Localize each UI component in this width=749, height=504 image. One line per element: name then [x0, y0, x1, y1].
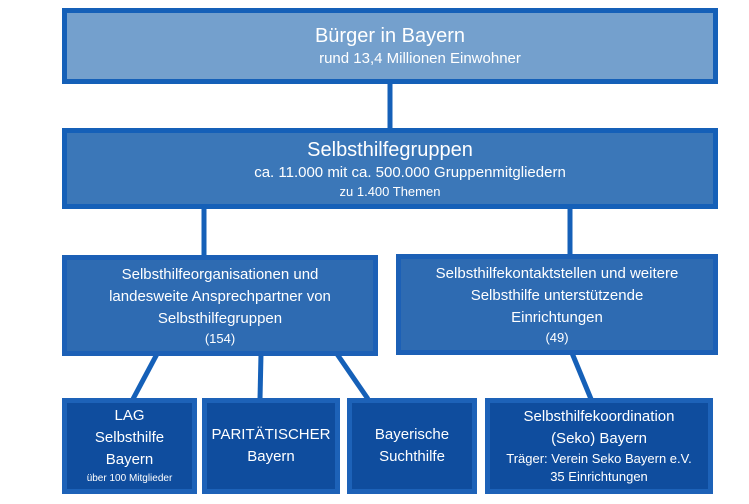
box-line: Selbsthilfekoordination — [523, 408, 675, 425]
box-selbsthilfeorganisationen: Selbsthilfeorganisationen und landesweit… — [62, 255, 378, 356]
box-line: Selbsthilfegruppen — [157, 309, 283, 327]
connector-contacts-seko — [569, 352, 594, 400]
box-count: (154) — [204, 330, 236, 346]
box-title: Selbsthilfegruppen — [307, 138, 473, 161]
box-selbsthilfegruppen: Selbsthilfegruppen ca. 11.000 mit ca. 50… — [62, 128, 718, 209]
box-paritaetischer: PARITÄTISCHER Bayern — [202, 398, 340, 494]
box-line: Selbsthilfekontaktstellen und weitere — [435, 264, 679, 282]
box-buerger-in-bayern: Bürger in Bayern rund 13,4 Millionen Ein… — [62, 8, 718, 84]
box-count: (49) — [545, 329, 569, 345]
box-line: ca. 11.000 mit ca. 500.000 Gruppenmitgli… — [254, 163, 566, 181]
box-line: Selbsthilfe unterstützende — [470, 286, 644, 304]
box-title: Bürger in Bayern — [314, 25, 466, 47]
box-bayerische-suchthilfe: Bayerische Suchthilfe — [347, 398, 477, 494]
box-note: über 100 Mitglieder — [86, 473, 173, 484]
box-line: Selbsthilfeorganisationen und — [121, 265, 319, 283]
box-line: zu 1.400 Themen — [339, 183, 441, 199]
box-line: Bayern — [247, 448, 295, 465]
box-line: (Seko) Bayern — [551, 430, 647, 447]
box-line: LAG — [114, 407, 145, 424]
connector-organisations-lag — [130, 352, 160, 401]
box-line: Selbsthilfe — [94, 429, 165, 446]
box-line: landesweite Ansprechpartner von — [109, 287, 331, 305]
box-subtitle: rund 13,4 Millionen Einwohner — [319, 50, 521, 67]
connector-organisations-paritaetischer — [257, 353, 264, 400]
box-line: Bayern — [105, 451, 154, 468]
connector-organisations-suchthilfe — [334, 352, 371, 401]
box-selbsthilfekontaktstellen: Selbsthilfekontaktstellen und weitere Se… — [396, 254, 718, 355]
box-line: Suchthilfe — [379, 448, 445, 465]
box-count: 35 Einrichtungen — [550, 469, 648, 484]
box-line: Bayerische — [374, 426, 450, 443]
box-line: Einrichtungen — [511, 308, 603, 326]
box-line: PARITÄTISCHER — [211, 426, 331, 443]
box-lag-selbsthilfe: LAG Selbsthilfe Bayern über 100 Mitglied… — [62, 398, 197, 494]
box-traeger: Träger: Verein Seko Bayern e.V. — [506, 451, 692, 466]
box-seko-bayern: Selbsthilfekoordination (Seko) Bayern Tr… — [485, 398, 713, 494]
